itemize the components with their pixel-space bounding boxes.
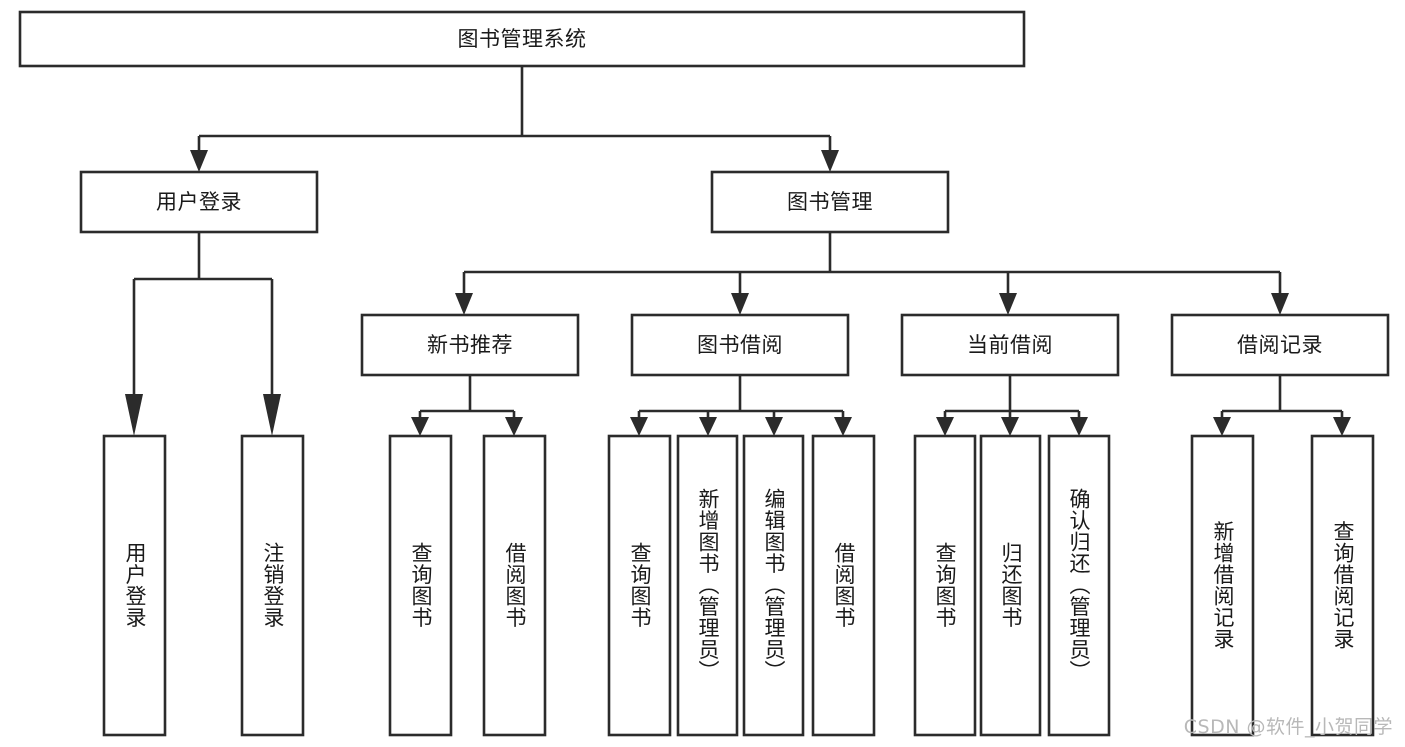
node-leaf-query-book-borrow-box[interactable] [607,434,672,737]
node-login[interactable]: 用户登录 [79,170,319,234]
arrow-icon-leaf-query-book-new [411,417,429,436]
node-borrow-box[interactable] [630,313,850,377]
node-login-label: 用户登录 [156,190,242,214]
node-leaf-user-login-label: 用户登录 [123,542,147,628]
node-root-label: 图书管理系统 [458,27,587,51]
arrow-icon-leaf-borrow-book-new [505,417,523,436]
node-leaf-borrow-book-new[interactable]: 借阅图书 [482,434,547,737]
node-leaf-borrow-book-box[interactable] [811,434,876,737]
node-leaf-user-login[interactable]: 用户登录 [102,434,167,737]
node-leaf-user-logout-box[interactable] [240,434,305,737]
node-leaf-query-book-borrow-label: 查询图书 [628,542,652,628]
node-leaf-add-record-box[interactable] [1190,434,1255,737]
node-bookmgmt-label: 图书管理 [787,190,873,214]
node-leaf-add-book-label: 新增图书（管理员） [696,488,720,682]
node-leaf-edit-book[interactable]: 编辑图书（管理员） [742,434,805,737]
node-bookmgmt[interactable]: 图书管理 [710,170,950,234]
node-leaf-confirm-return-label: 确认归还（管理员） [1067,488,1091,682]
arrow-icon-leaf-confirm-return [1070,417,1088,436]
node-leaf-return-book-box[interactable] [979,434,1042,737]
node-leaf-borrow-book[interactable]: 借阅图书 [811,434,876,737]
arrow-icon-leaf-return-book [1001,417,1019,436]
node-leaf-add-book-box[interactable] [676,434,739,737]
node-newbook-box[interactable] [360,313,580,377]
node-newbook[interactable]: 新书推荐 [360,313,580,377]
node-leaf-query-book-current-label: 查询图书 [933,542,957,628]
node-current-label: 当前借阅 [967,333,1053,357]
arrow-icon-leaf-query-book-current [936,417,954,436]
arrow-icon-newbook [455,293,473,315]
node-leaf-edit-book-box[interactable] [742,434,805,737]
arrow-icon-login [190,150,208,172]
arrow-icon-leaf-edit-book [765,417,783,436]
node-leaf-user-logout-label: 注销登录 [261,542,285,628]
node-records[interactable]: 借阅记录 [1170,313,1390,377]
node-leaf-user-login-box[interactable] [102,434,167,737]
arrow-icon-borrow [731,293,749,315]
node-leaf-query-book-new[interactable]: 查询图书 [388,434,453,737]
node-leaf-edit-book-label: 编辑图书（管理员） [762,488,786,682]
node-leaf-add-record-label: 新增借阅记录 [1211,521,1235,650]
node-root[interactable]: 图书管理系统 [18,10,1026,68]
node-leaf-add-book[interactable]: 新增图书（管理员） [676,434,739,737]
node-records-box[interactable] [1170,313,1390,377]
node-bookmgmt-box[interactable] [710,170,950,234]
node-current[interactable]: 当前借阅 [900,313,1120,377]
arrow-icon-current [999,293,1017,315]
node-leaf-return-book[interactable]: 归还图书 [979,434,1042,737]
node-leaf-query-record-box[interactable] [1310,434,1375,737]
node-leaf-query-book-borrow[interactable]: 查询图书 [607,434,672,737]
arrow-icon-leaf-user-login [125,394,143,436]
node-leaf-query-record-label: 查询借阅记录 [1331,521,1355,650]
arrow-icon-leaf-query-record [1333,417,1351,436]
node-current-box[interactable] [900,313,1120,377]
node-leaf-borrow-book-new-box[interactable] [482,434,547,737]
node-newbook-label: 新书推荐 [427,333,513,357]
node-root-box[interactable] [18,10,1026,68]
node-leaf-query-book-new-box[interactable] [388,434,453,737]
arrow-heads [125,150,1351,436]
node-leaf-query-book-new-label: 查询图书 [409,542,433,628]
node-leaf-query-book-current-box[interactable] [913,434,977,737]
arrow-icon-leaf-user-logout [263,394,281,436]
node-borrow[interactable]: 图书借阅 [630,313,850,377]
arrow-icon-leaf-add-record [1213,417,1231,436]
node-leaf-confirm-return[interactable]: 确认归还（管理员） [1047,434,1111,737]
node-leaf-borrow-book-label: 借阅图书 [832,542,856,628]
node-leaf-query-record[interactable]: 查询借阅记录 [1310,434,1375,737]
node-leaf-borrow-book-new-label: 借阅图书 [503,542,527,628]
node-leaf-query-book-current[interactable]: 查询图书 [913,434,977,737]
node-leaf-add-record[interactable]: 新增借阅记录 [1190,434,1255,737]
arrow-icon-bookmgmt [821,150,839,172]
node-login-box[interactable] [79,170,319,234]
arrow-icon-leaf-borrow-book [834,417,852,436]
arrow-icon-records [1271,293,1289,315]
arrow-icon-leaf-add-book [699,417,717,436]
node-leaf-return-book-label: 归还图书 [999,542,1023,628]
node-leaf-confirm-return-box[interactable] [1047,434,1111,737]
node-borrow-label: 图书借阅 [697,333,783,357]
arrow-icon-leaf-query-book-borrow [630,417,648,436]
node-records-label: 借阅记录 [1237,333,1323,357]
node-leaf-user-logout[interactable]: 注销登录 [240,434,305,737]
